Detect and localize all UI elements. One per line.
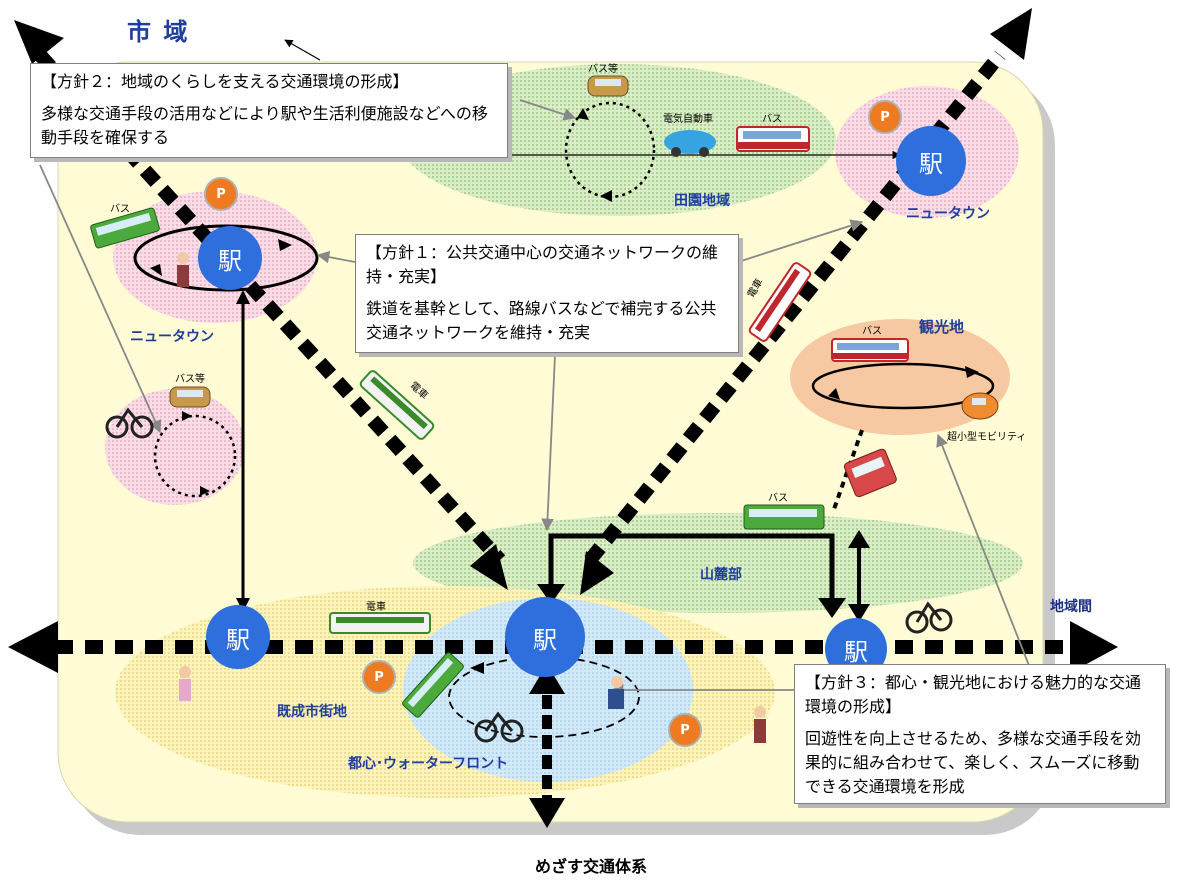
inter-region-label: 地域間 bbox=[1050, 599, 1092, 615]
bus-label: バス bbox=[768, 493, 788, 504]
bus-etc-label: バス等 bbox=[175, 374, 205, 385]
loop-arrowhead bbox=[600, 190, 612, 202]
bicycle-icon bbox=[105, 407, 154, 439]
bus-icon bbox=[743, 504, 825, 530]
person-icon bbox=[179, 666, 191, 701]
station-label: 駅 bbox=[218, 246, 242, 275]
bus-etc-label: バス等 bbox=[588, 64, 618, 75]
bus-icon bbox=[736, 126, 810, 152]
tourist-loop bbox=[811, 362, 995, 410]
train-label: 電車 bbox=[366, 602, 386, 613]
policy3-pointer-tourist bbox=[936, 433, 1031, 669]
person-icon bbox=[177, 252, 189, 287]
arrowhead bbox=[529, 664, 565, 694]
ev-car-icon bbox=[664, 130, 716, 157]
policy2-pointer-rural bbox=[519, 99, 577, 121]
rail-arrowhead bbox=[990, 8, 1032, 60]
rail-line-northeast bbox=[584, 50, 1006, 565]
person-icon bbox=[608, 676, 624, 709]
station-label: 駅 bbox=[533, 625, 557, 654]
policy2-body: 多様な交通手段の活用などにより駅や生活利便施設などへの移動手段を確保する bbox=[41, 104, 488, 147]
policy1-pointer-foothill bbox=[541, 354, 556, 532]
ropeway-connector bbox=[831, 429, 864, 513]
ropeway-icon bbox=[843, 448, 897, 498]
station-downtown: 駅 bbox=[505, 597, 585, 677]
micro-mobility-label: 超小型モビリティ bbox=[947, 432, 1027, 443]
arrowhead bbox=[848, 530, 870, 548]
bus-label: バス bbox=[110, 204, 130, 215]
station-existing-urban: 駅 bbox=[206, 605, 270, 669]
station-label: 駅 bbox=[919, 149, 943, 178]
rail-arrowhead bbox=[14, 20, 64, 64]
station-label: 駅 bbox=[226, 625, 250, 654]
policy2-title: 【方針２：地域のくらしを支える交通環境の形成】 bbox=[41, 72, 409, 91]
policy2-callout: 【方針２：地域のくらしを支える交通環境の形成】 多様な交通手段の活用などにより駅… bbox=[30, 63, 508, 158]
loop-arrowhead bbox=[470, 662, 484, 674]
loop-arrowhead bbox=[182, 411, 192, 421]
existing-urban-label: 既成市街地 bbox=[277, 704, 347, 720]
loop-arrowhead bbox=[200, 486, 210, 496]
downtown-label: 都心･ウォーターフロント bbox=[348, 756, 509, 772]
micro-mobility-icon bbox=[961, 392, 999, 420]
arrowhead bbox=[537, 584, 565, 604]
loop-arrowhead bbox=[828, 388, 840, 400]
diagram-caption: めざす交通体系 bbox=[534, 857, 647, 876]
train-icon bbox=[359, 370, 435, 440]
station-newtown-left: 駅 bbox=[198, 226, 262, 290]
station-label: 駅 bbox=[844, 637, 868, 666]
arrowhead bbox=[818, 598, 846, 618]
rural-zone bbox=[400, 64, 836, 216]
rail-arrowhead-east bbox=[1070, 621, 1118, 673]
bicycle-icon bbox=[474, 711, 524, 743]
city-label: 市 域 bbox=[127, 18, 190, 46]
foothill-area-label: 山麓部 bbox=[700, 567, 742, 583]
policy1-callout: 【方針１：公共交通中心の交通ネットワークの維持・充実】 鉄道を基幹として、路線バ… bbox=[355, 234, 739, 353]
policy2-pointer-local bbox=[39, 164, 162, 434]
car-icon bbox=[169, 386, 211, 408]
car-icon bbox=[587, 75, 629, 97]
policy3-title: 【方針３：都心・観光地における魅力的な交通環境の形成】 bbox=[805, 673, 1142, 716]
parking-icon: P bbox=[868, 100, 902, 134]
arrowhead bbox=[848, 604, 870, 622]
parking-icon: P bbox=[668, 713, 702, 747]
train-icon bbox=[329, 612, 431, 634]
bus-icon bbox=[402, 652, 464, 718]
tourist-area-label: 観光地 bbox=[919, 318, 965, 336]
foothill-bus-route bbox=[548, 533, 835, 610]
newtown-left-label: ニュータウン bbox=[130, 329, 214, 345]
loop-arrowhead bbox=[577, 108, 589, 120]
arrowhead bbox=[236, 290, 250, 304]
policy2-pointer-city bbox=[284, 39, 321, 61]
bus-icon bbox=[90, 207, 160, 249]
policy3-body: 回遊性を向上させるため、多様な交通手段を効果的に組み合わせて、楽しく、スムーズに… bbox=[805, 729, 1142, 796]
rural-area-label: 田園地域 bbox=[674, 193, 730, 209]
local-loop bbox=[153, 414, 237, 498]
policy1-pointer-newtown bbox=[316, 250, 356, 264]
bus-label: バス bbox=[862, 326, 882, 337]
rail-arrowhead bbox=[470, 544, 508, 590]
policy1-title: 【方針１：公共交通中心の交通ネットワークの維持・充実】 bbox=[366, 243, 719, 286]
parking-icon: P bbox=[362, 660, 396, 694]
ev-label: 電気自動車 bbox=[663, 114, 713, 125]
rail-arrowhead bbox=[580, 551, 614, 595]
station-newtown-right: 駅 bbox=[896, 126, 966, 196]
person-icon bbox=[754, 706, 766, 743]
train-icon bbox=[748, 262, 812, 342]
bus-icon bbox=[831, 338, 909, 362]
loop-arrowhead bbox=[150, 264, 162, 276]
rail-arrowhead-west bbox=[8, 621, 58, 673]
loop-arrowhead bbox=[965, 366, 979, 378]
policy1-pointer-newtown-right bbox=[737, 219, 864, 263]
bicycle-icon bbox=[905, 601, 953, 634]
parking-icon: P bbox=[204, 177, 238, 211]
arrowhead bbox=[529, 798, 565, 828]
bus-label: バス bbox=[762, 114, 782, 125]
policy3-callout: 【方針３：都心・観光地における魅力的な交通環境の形成】 回遊性を向上させるため、… bbox=[794, 664, 1166, 804]
policy1-body: 鉄道を基幹として、路線バスなどで補完する公共交通ネットワークを維持・充実 bbox=[366, 299, 717, 342]
newtown-right-label: ニュータウン bbox=[906, 206, 990, 222]
loop-arrowhead bbox=[278, 239, 292, 251]
